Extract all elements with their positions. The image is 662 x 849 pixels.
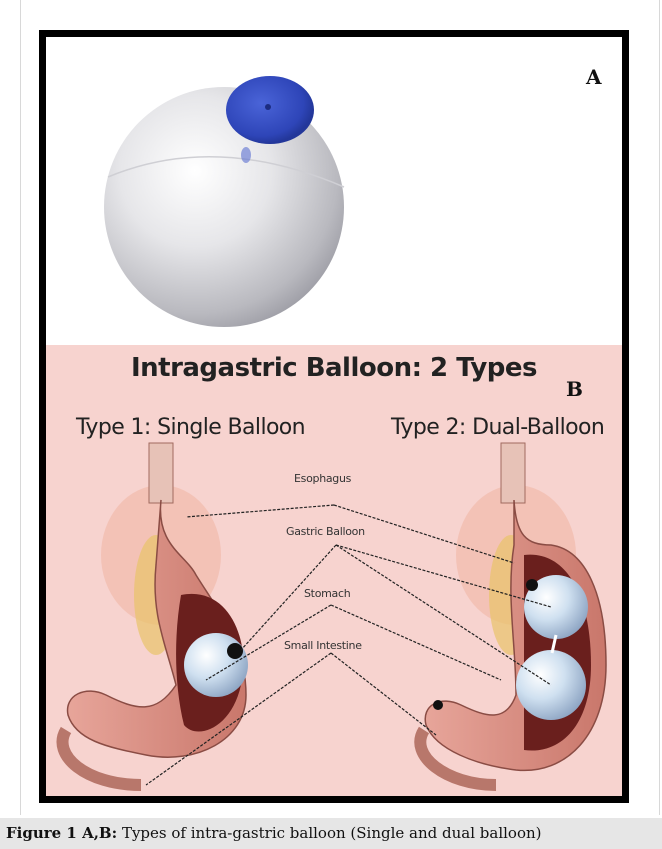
single-balloon-stomach [63, 443, 248, 785]
stomach-illustration [46, 345, 622, 803]
annotation-stomach: Stomach [304, 587, 350, 600]
annotation-esophagus: Esophagus [294, 472, 351, 485]
figure-caption: Figure 1 A,B: Types of intra-gastric bal… [0, 818, 662, 849]
panel-b: Intragastric Balloon: 2 Types B Type 1: … [46, 345, 622, 803]
panel-a: A [46, 37, 622, 345]
balloon-valve [226, 76, 314, 144]
type1-title: Type 1: Single Balloon [76, 415, 305, 440]
dual-balloon-stomach [420, 443, 606, 785]
single-balloon [184, 633, 248, 697]
panel-a-label: A [586, 65, 602, 89]
panel-b-title: Intragastric Balloon: 2 Types [46, 353, 622, 383]
type2-title: Type 2: Dual-Balloon [391, 415, 604, 440]
caption-label: Figure 1 A,B: [6, 824, 117, 842]
figure-frame: A [39, 30, 629, 803]
panel-b-label: B [566, 377, 583, 401]
balloon-illustration [46, 37, 622, 345]
annotation-small-intestine: Small Intestine [284, 639, 362, 652]
caption-text: Types of intra-gastric balloon (Single a… [122, 824, 542, 842]
annotation-gastric-balloon: Gastric Balloon [286, 525, 365, 538]
